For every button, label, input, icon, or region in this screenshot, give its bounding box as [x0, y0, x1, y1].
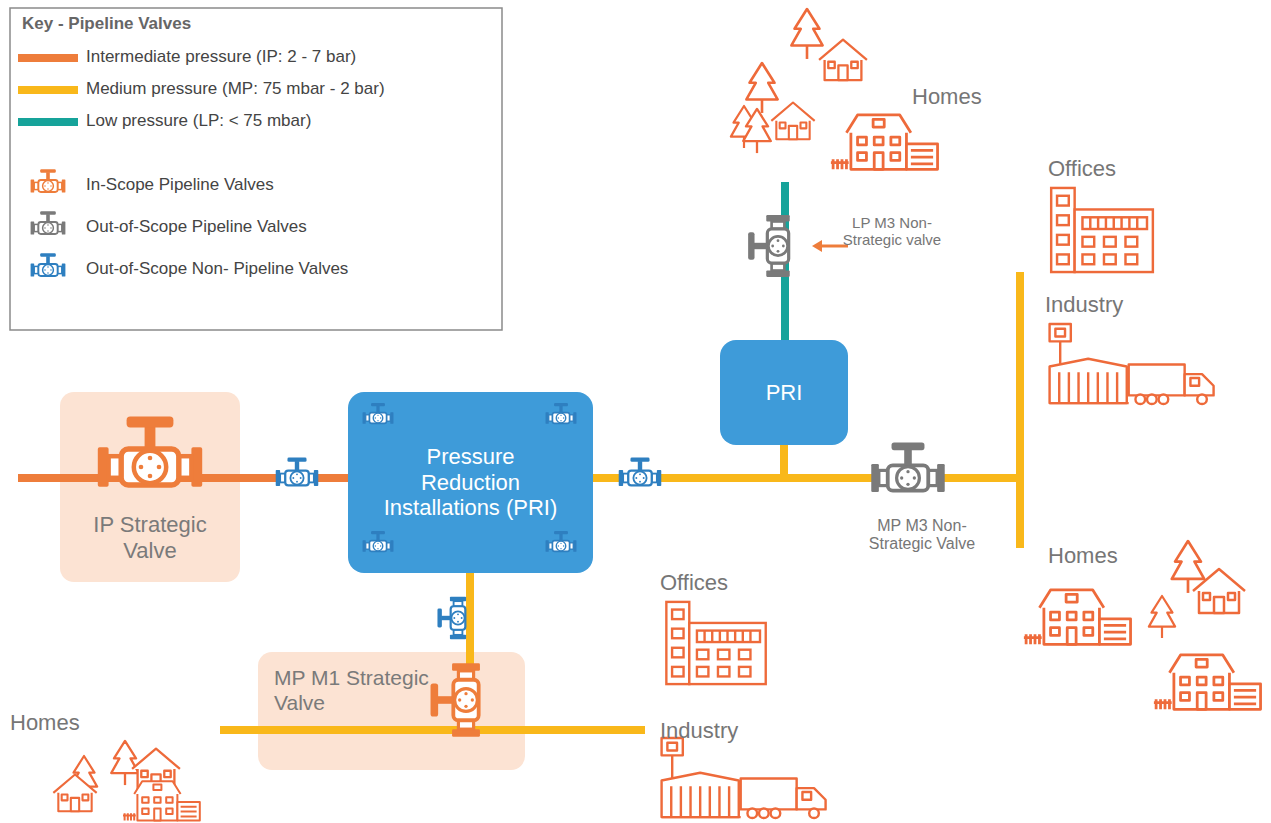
- place-label: Homes: [10, 710, 110, 735]
- place-label: Offices: [1048, 156, 1168, 181]
- place-label: Offices: [660, 570, 780, 595]
- place-label: Homes: [912, 84, 1032, 109]
- legend-swatch: [18, 86, 78, 94]
- pipeline-connector: [466, 573, 474, 652]
- legend-text: Medium pressure (MP: 75 mbar - 2 bar): [86, 79, 385, 99]
- strategic-valve-box: MP M1 Strategic Valve: [258, 652, 525, 770]
- legend-text: Out-of-Scope Non- Pipeline Valves: [86, 259, 348, 279]
- pri-box: PRI: [720, 340, 848, 445]
- legend-text: Out-of-Scope Pipeline Valves: [86, 217, 307, 237]
- pri-box: Pressure Reduction Installations (PRI): [348, 392, 593, 573]
- place-label: Industry: [660, 718, 780, 743]
- place-label: Homes: [1048, 543, 1168, 568]
- valve-label: MP M3 Non-Strategic Valve: [860, 517, 984, 554]
- node-text: MP M1 Strategic Valve: [274, 666, 439, 716]
- node-text: Pressure Reduction Installations (PRI): [383, 444, 558, 522]
- legend-swatch: [18, 54, 78, 62]
- node-text: PRI: [729, 380, 839, 406]
- strategic-valve-box: IP Strategic Valve: [60, 392, 240, 582]
- node-text: IP Strategic Valve: [70, 512, 230, 564]
- valve-label: LP M3 Non-Strategic valve: [842, 214, 942, 249]
- legend-text: In-Scope Pipeline Valves: [86, 175, 274, 195]
- legend-text: Low pressure (LP: < 75 mbar): [86, 111, 311, 131]
- legend-swatch: [18, 118, 78, 126]
- legend-title: Key - Pipeline Valves: [22, 14, 322, 34]
- place-label: Industry: [1045, 292, 1165, 317]
- legend-text: Intermediate pressure (IP: 2 - 7 bar): [86, 47, 356, 67]
